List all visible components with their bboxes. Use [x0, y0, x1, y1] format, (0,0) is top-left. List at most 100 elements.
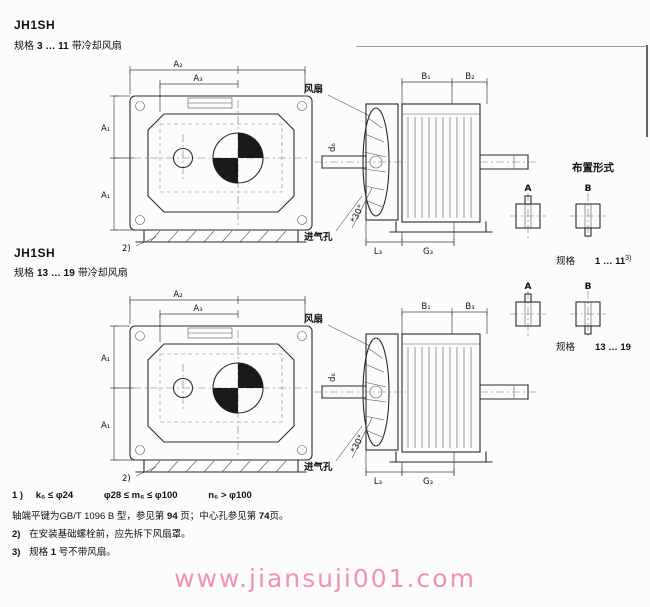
dim-a3: A₃	[193, 74, 202, 84]
dim-a2: A₂	[173, 60, 182, 70]
footnote-1-text: 页；中心孔参见第	[180, 511, 257, 522]
side-view-drawing-1: B₁ B₂ L₃ G₃ 风扇 d₆	[304, 72, 538, 257]
finned-housing	[401, 333, 481, 453]
front-view-drawing-1: A₂ A₃ A₁ A₁	[101, 60, 313, 254]
page-ref-74: 74	[258, 511, 270, 522]
top-divider	[356, 46, 646, 47]
footnote-ref-3: 3)	[625, 254, 632, 262]
footnote-1-text: 页。	[269, 511, 289, 522]
footnote-2-text: 在安装基础螺栓前，应先拆下风扇罩。	[29, 529, 191, 540]
front-view-2: A₂ A₃ A₁ A₁	[100, 288, 325, 489]
side-view-2: B₁ B₃ L₃ G₃ 风扇 d₆	[302, 300, 547, 493]
input-shaft: d₆	[314, 373, 406, 399]
mounting-base	[389, 221, 493, 233]
arrangement-label-b: B	[585, 184, 592, 194]
mounting-base: 2)	[122, 459, 307, 484]
finned-housing	[401, 103, 481, 223]
dim-a1-lower: A₁	[101, 421, 110, 431]
dim-angle: *30°	[349, 433, 367, 455]
footnote-3-text: 号不带风扇。	[58, 547, 116, 558]
dim-g3: G₃	[423, 247, 433, 257]
dim-b2: B₂	[465, 72, 474, 82]
dim-l3: L₃	[374, 477, 382, 487]
spec-range: 3 … 11	[37, 41, 69, 52]
section1-title: JH1SH	[14, 18, 56, 32]
arrangement-label-a: A	[525, 184, 532, 194]
dim-d6: d₆	[328, 143, 338, 152]
footnote-2: 2) 在安装基础螺栓前，应先拆下风扇罩。	[12, 526, 191, 540]
footnote-3: 3) 规格 1 号不带风扇。	[12, 544, 116, 558]
arrangement-icon-b: B	[570, 282, 606, 336]
spec-range: 13 … 19	[37, 268, 75, 279]
mounting-base: 2)	[122, 229, 307, 254]
dim-a1-upper: A₁	[101, 354, 110, 364]
side-view-drawing-2: B₁ B₃ L₃ G₃ 风扇 d₆	[304, 302, 538, 487]
dim-a1-lower: A₁	[101, 191, 110, 201]
dimension-lines: A₂ A₃ A₁ A₁	[101, 60, 306, 231]
arrangement-row-1: A B	[506, 182, 610, 240]
arrangement-row-2: A B	[506, 280, 610, 338]
spec-suffix: 带冷却风扇	[71, 41, 122, 52]
dim-a1-upper: A₁	[101, 124, 110, 134]
footnote-3-size: 1	[50, 547, 57, 558]
footnote-1-formula-k: k₆ ≤ φ24	[35, 490, 74, 501]
gearbox-housing	[129, 325, 313, 461]
intake-callout-group: 进气孔 *30°	[304, 187, 373, 243]
dim-d6: d₆	[328, 373, 338, 382]
footnote-1: 1 ) k₆ ≤ φ24 φ28 ≤ m₆ ≤ φ100 n₆ > φ100	[12, 490, 252, 501]
input-shaft: d₆	[314, 143, 406, 169]
fan-assembly: 风扇	[304, 313, 399, 451]
arrangement-spec-2: 规格 13 … 19	[556, 339, 631, 353]
dimension-lines: B₁ B₃ L₃ G₃	[365, 302, 488, 487]
dim-angle: *30°	[349, 203, 367, 225]
section2-title: JH1SH	[14, 246, 56, 260]
page-edge-artifact	[646, 45, 648, 137]
footnote-1-formula-m: φ28 ≤ m₆ ≤ φ100	[103, 490, 178, 501]
arrangement-icon-a: A	[510, 282, 546, 336]
intake-callout-group: 进气孔 *30°	[304, 417, 373, 473]
footnote-ref-2-marker: 2)	[122, 474, 131, 484]
footnote-1-marker: 1 )	[12, 490, 24, 501]
side-view-1: B₁ B₂ L₃ G₃ 风扇 d₆	[302, 70, 547, 263]
spec-range-1: 1 … 11	[595, 256, 626, 267]
footnote-3-marker: 3)	[12, 547, 21, 558]
footnote-3-text: 规格	[29, 547, 49, 558]
watermark-url: www.jiansuji001.com	[174, 564, 476, 593]
dim-a2: A₂	[173, 290, 182, 300]
dimension-lines: A₂ A₃ A₁ A₁	[101, 290, 306, 461]
dim-b1: B₁	[421, 302, 430, 312]
input-shaft-bore	[172, 147, 194, 169]
spec-suffix: 带冷却风扇	[77, 268, 128, 279]
input-shaft-bore	[172, 377, 194, 399]
arrangement-label-b: B	[585, 282, 592, 292]
spec-range-2: 13 … 19	[595, 342, 631, 353]
dim-b3: B₃	[465, 302, 474, 312]
page-ref-94: 94	[167, 511, 178, 522]
spec-word: 规格	[556, 342, 576, 353]
footnote-ref-2-marker: 2)	[122, 244, 131, 254]
arrangement-label-a: A	[525, 282, 532, 292]
gearbox-housing	[129, 95, 313, 231]
dim-a3: A₃	[193, 304, 202, 314]
output-shaft	[479, 384, 538, 400]
fan-assembly: 风扇	[304, 83, 399, 221]
spec-word: 规格	[14, 41, 34, 52]
arrangement-icon-a: A	[510, 184, 546, 238]
air-intake-callout: 进气孔	[304, 461, 333, 473]
spec-word: 规格	[14, 268, 34, 279]
front-view-drawing-2: A₂ A₃ A₁ A₁	[101, 290, 313, 484]
fan-callout: 风扇	[304, 313, 323, 325]
output-shaft	[479, 154, 538, 170]
mounting-base	[389, 451, 493, 463]
dim-g3: G₃	[423, 477, 433, 487]
dimension-lines: B₁ B₂ L₃ G₃	[365, 72, 488, 257]
footnote-1-formula-n: n₆ > φ100	[208, 490, 252, 501]
fan-callout: 风扇	[304, 83, 323, 95]
footnote-1-line2: 轴端平键为GB/T 1096 B 型，参见第 94 页；中心孔参见第 74页。	[12, 508, 289, 522]
arrangement-icon-b: B	[570, 184, 606, 238]
dim-l3: L₃	[374, 247, 382, 257]
air-intake-callout: 进气孔	[304, 231, 333, 243]
